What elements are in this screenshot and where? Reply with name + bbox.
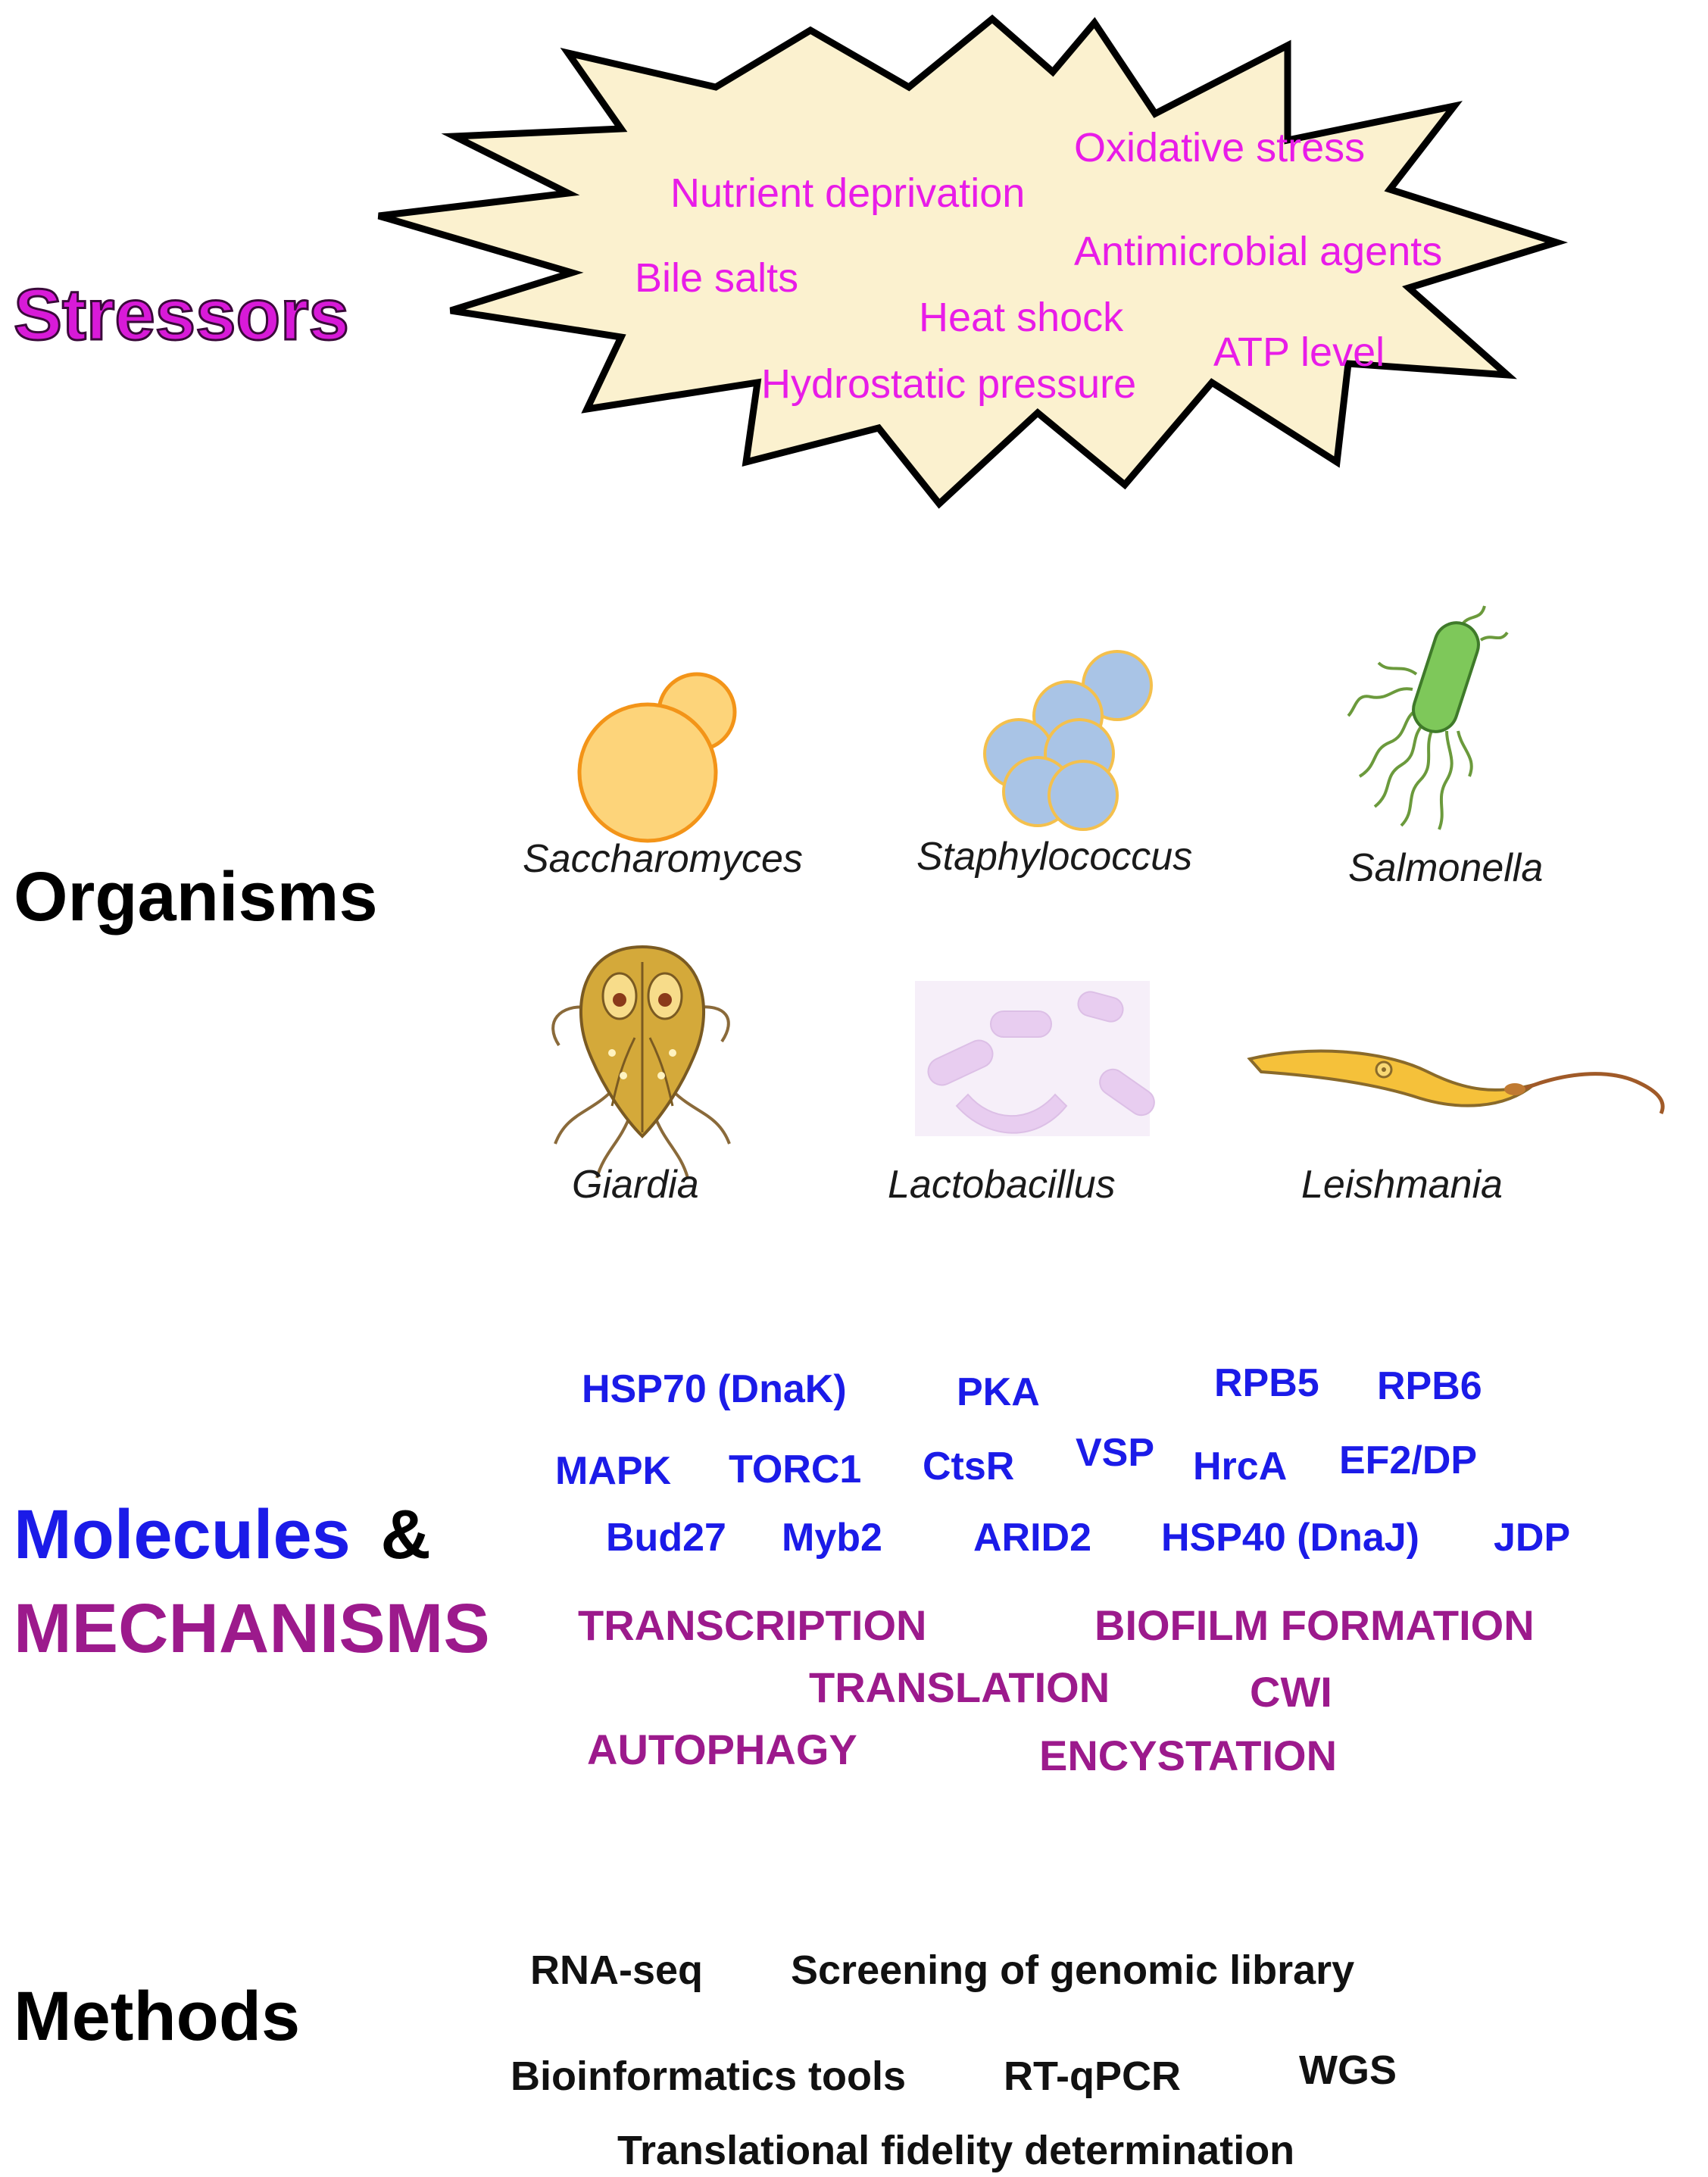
molecule-ef2-dp: EF2/DP [1339,1438,1478,1482]
organism-label-lactobacillus: Lactobacillus [888,1163,1116,1207]
stressor-hydrostatic-pressure: Hydrostatic pressure [761,361,1137,407]
molecule-hsp70-dnak: HSP70 (DnaK) [582,1367,847,1411]
molecule-arid2: ARID2 [973,1516,1092,1560]
stress-burst-shape [377,14,1569,509]
organism-label-leishmania: Leishmania [1301,1163,1503,1207]
method-rt-qpcr: RT-qPCR [1004,2054,1181,2099]
organism-label-staphylococcus: Staphylococcus [916,835,1193,879]
method-translational-fidelity: Translational fidelity determination [617,2128,1295,2173]
stressor-bile-salts: Bile salts [635,255,799,301]
giardia-trophozoite-icon [551,945,731,1179]
stressor-nutrient-deprivation: Nutrient deprivation [670,170,1026,216]
flagellate-parasite-icon [1247,1049,1665,1115]
mechanism-cwi: CWI [1250,1668,1332,1716]
organism-label-giardia: Giardia [572,1163,699,1207]
molecules-mechanisms-title: Molecules & [14,1500,431,1570]
molecule-pka: PKA [957,1370,1040,1414]
mechanism-transcription: TRANSCRIPTION [578,1601,927,1649]
molecule-jdp: JDP [1494,1516,1571,1560]
molecule-mapk: MAPK [555,1449,672,1493]
yeast-cell-icon [577,672,737,843]
mechanism-autophagy: AUTOPHAGY [587,1726,857,1773]
stressor-antimicrobial-agents: Antimicrobial agents [1074,229,1443,274]
coccus-cluster-icon [983,650,1153,831]
mechanism-biofilm-formation: BIOFILM FORMATION [1094,1601,1535,1649]
organism-label-saccharomyces: Saccharomyces [523,837,803,881]
molecule-hrca: HrcA [1193,1445,1288,1488]
mechanisms-title: MECHANISMS [14,1590,490,1667]
molecule-rpb5: RPB5 [1214,1361,1319,1405]
molecules-title: Molecules [14,1496,351,1573]
mechanism-encystation: ENCYSTATION [1039,1732,1338,1779]
stressor-oxidative-stress: Oxidative stress [1074,125,1366,170]
method-bioinformatics-tools: Bioinformatics tools [511,2054,907,2099]
mechanism-translation: TRANSLATION [809,1663,1110,1711]
organisms-title: Organisms [14,858,378,935]
stressor-heat-shock: Heat shock [919,295,1124,340]
stressors-title: Stressors [13,274,351,355]
method-rna-seq: RNA-seq [530,1947,704,1993]
molecule-torc1: TORC1 [729,1448,862,1491]
flagellated-rod-bacterium-icon [1347,605,1509,830]
ampersand: & [380,1496,431,1573]
molecule-hsp40-dnaj: HSP40 (DnaJ) [1161,1516,1419,1560]
method-wgs: WGS [1299,2047,1397,2093]
method-screening-genomic-library: Screening of genomic library [791,1947,1355,1993]
molecule-vsp: VSP [1076,1431,1155,1475]
molecule-ctsr: CtsR [923,1445,1015,1488]
molecule-bud27: Bud27 [606,1516,726,1560]
molecule-rpb6: RPB6 [1377,1364,1482,1408]
organism-label-salmonella: Salmonella [1348,846,1544,890]
molecule-myb2: Myb2 [782,1516,882,1560]
stressor-atp-level: ATP level [1213,330,1385,375]
methods-title: Methods [14,1978,301,2055]
rod-bacteria-icon [915,981,1155,1136]
